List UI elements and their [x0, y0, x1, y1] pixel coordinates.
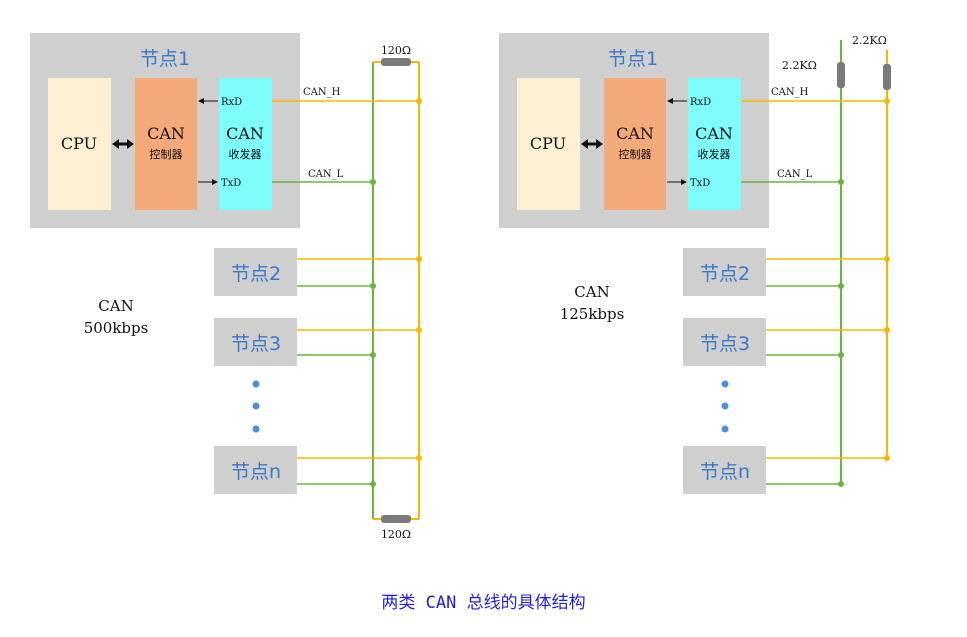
can-h-label: CAN_H: [771, 87, 809, 98]
can-transceiver-block: [219, 78, 272, 210]
can-transceiver-block: [688, 78, 741, 210]
resistor-2-label: 2.2KΩ: [852, 34, 887, 47]
resistor-1: [837, 62, 845, 88]
rxd-arrow: [198, 98, 218, 104]
node2-label: 节点2: [231, 263, 281, 285]
cpu-controller-arrow: [112, 139, 134, 149]
cpu-controller-arrow: [581, 139, 603, 149]
left-diagram: 节点1 CPU CAN 控制器 CAN 收发器 RxD TxD: [30, 33, 422, 541]
resistor-bottom-label: 120Ω: [381, 528, 411, 541]
controller-label-1: CAN: [616, 124, 654, 143]
can-controller-block: [135, 78, 197, 210]
node3-label: 节点3: [231, 333, 281, 355]
can-l-label: CAN_L: [308, 169, 344, 180]
noden-label: 节点n: [231, 461, 281, 483]
rxd-arrow: [667, 98, 687, 104]
can-l-label: CAN_L: [777, 169, 813, 180]
bus-speed-label: 125kbps: [560, 305, 625, 323]
transceiver-label-2: 收发器: [698, 147, 731, 161]
node2-label: 节点2: [700, 263, 750, 285]
rxd-label: RxD: [221, 97, 242, 108]
node2-box: [683, 248, 766, 296]
right-diagram: 节点1 CPU CAN 控制器 CAN 收发器 RxD TxD 2.2KΩ: [499, 33, 891, 494]
transceiver-label-1: CAN: [695, 124, 733, 143]
resistor-top-label: 120Ω: [381, 44, 411, 57]
transceiver-label-1: CAN: [226, 124, 264, 143]
node3-box: [214, 318, 297, 366]
resistor-2: [883, 64, 891, 90]
txd-arrow: [198, 179, 218, 185]
cpu-block: [48, 78, 111, 210]
can-controller-block: [604, 78, 666, 210]
txd-label: TxD: [221, 178, 241, 189]
cpu-label: CPU: [61, 134, 97, 153]
controller-label-2: 控制器: [150, 147, 183, 161]
bus-speed-label: 500kbps: [84, 319, 149, 337]
resistor-1-label: 2.2KΩ: [782, 59, 817, 72]
node3-box: [683, 318, 766, 366]
bus-type-label: CAN: [98, 297, 133, 315]
rxd-label: RxD: [690, 97, 711, 108]
can-h-label: CAN_H: [303, 87, 341, 98]
transceiver-label-2: 收发器: [229, 147, 262, 161]
txd-label: TxD: [690, 178, 710, 189]
ellipsis-dots: [721, 380, 729, 433]
figure-caption: 两类 CAN 总线的具体结构: [381, 593, 586, 613]
noden-box: [683, 446, 766, 494]
controller-label-2: 控制器: [619, 147, 652, 161]
resistor-bottom: [381, 515, 411, 523]
node1-title: 节点1: [140, 48, 190, 70]
noden-box: [214, 446, 297, 494]
ellipsis-dots: [252, 380, 260, 433]
resistor-top: [381, 58, 411, 66]
cpu-label: CPU: [530, 134, 566, 153]
node1-title: 节点1: [608, 48, 658, 70]
txd-arrow: [667, 179, 687, 185]
controller-label-1: CAN: [147, 124, 185, 143]
cpu-block: [517, 78, 580, 210]
noden-label: 节点n: [700, 461, 750, 483]
bus-type-label: CAN: [574, 283, 609, 301]
node2-box: [214, 248, 297, 296]
node3-label: 节点3: [700, 333, 750, 355]
